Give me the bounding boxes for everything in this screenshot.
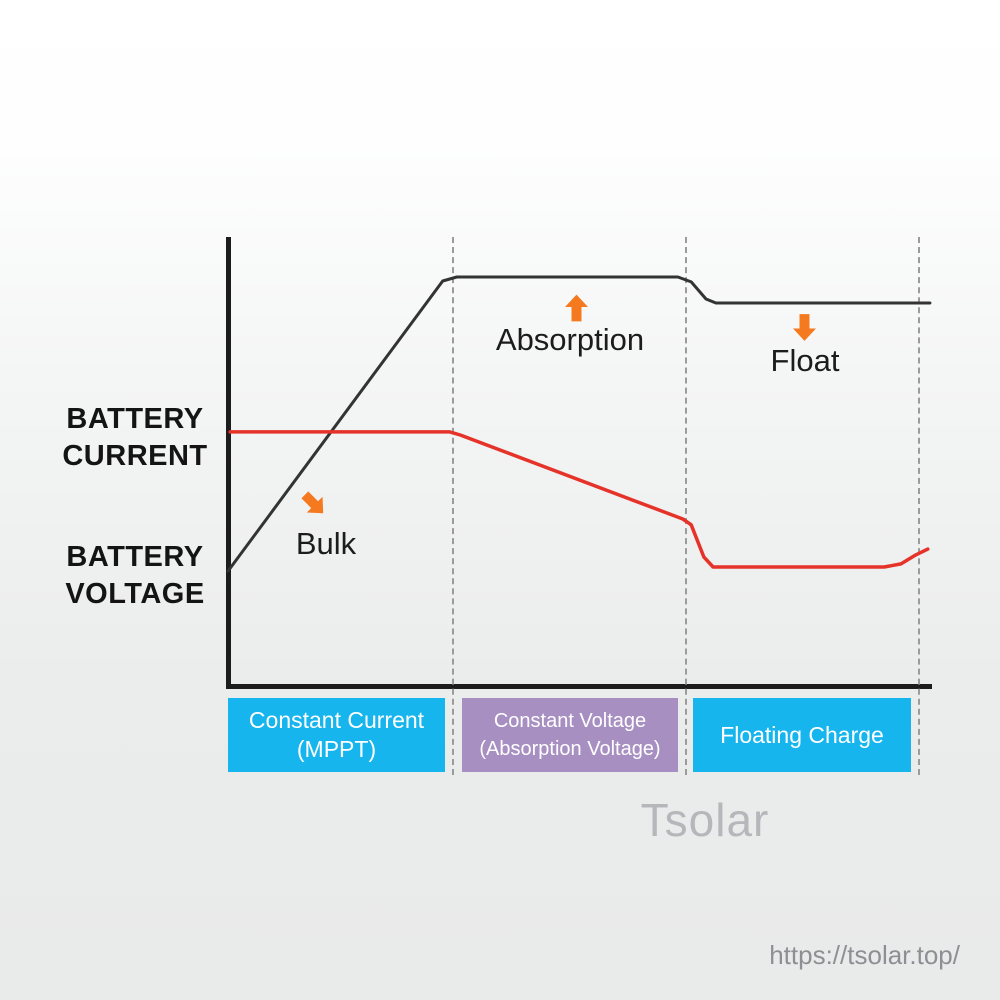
stage-boundary-dashed-line	[917, 237, 920, 775]
stage-boundary-dashed-line	[685, 237, 688, 775]
battery-voltage-label: BATTERY VOLTAGE	[40, 539, 230, 613]
absorption-up-arrow-icon	[565, 294, 588, 322]
stage-box-line1: Constant Voltage	[493, 710, 647, 732]
battery-voltage-label-line1: BATTERY	[66, 541, 204, 573]
stage-box-line2: (MPPT)	[296, 736, 377, 762]
stage-box-constant-voltage: Constant Voltage (Absorption Voltage)	[462, 698, 678, 772]
stage-box-constant-current: Constant Current (MPPT)	[228, 698, 445, 772]
battery-voltage-label-line2: VOLTAGE	[65, 578, 205, 610]
stage-box-line1: Constant Current	[248, 707, 425, 733]
bulk-down-right-arrow-icon	[296, 486, 333, 523]
watermark-text: Tsolar	[640, 794, 770, 846]
series-battery-voltage	[226, 275, 932, 573]
site-url-text: https://tsolar.top/	[769, 940, 960, 970]
float-annotation: Float	[770, 343, 840, 378]
stage-boundary-dashed-line	[451, 237, 454, 775]
stage-box-line2: (Absorption Voltage)	[479, 738, 661, 760]
series-battery-current	[228, 430, 930, 569]
stage-box-floating-charge: Floating Charge	[693, 698, 911, 772]
y-axis-line	[226, 237, 231, 689]
battery-current-label-line2: CURRENT	[62, 440, 208, 472]
voltage-current-curves	[226, 275, 932, 573]
bulk-annotation: Bulk	[295, 526, 357, 561]
battery-current-label-line1: BATTERY	[66, 403, 204, 435]
battery-current-label: BATTERY CURRENT	[40, 401, 230, 475]
absorption-annotation: Absorption	[495, 322, 645, 357]
x-axis-line	[226, 684, 932, 689]
stage-box-line1: Floating Charge	[720, 721, 884, 748]
float-down-arrow-icon	[793, 314, 816, 341]
